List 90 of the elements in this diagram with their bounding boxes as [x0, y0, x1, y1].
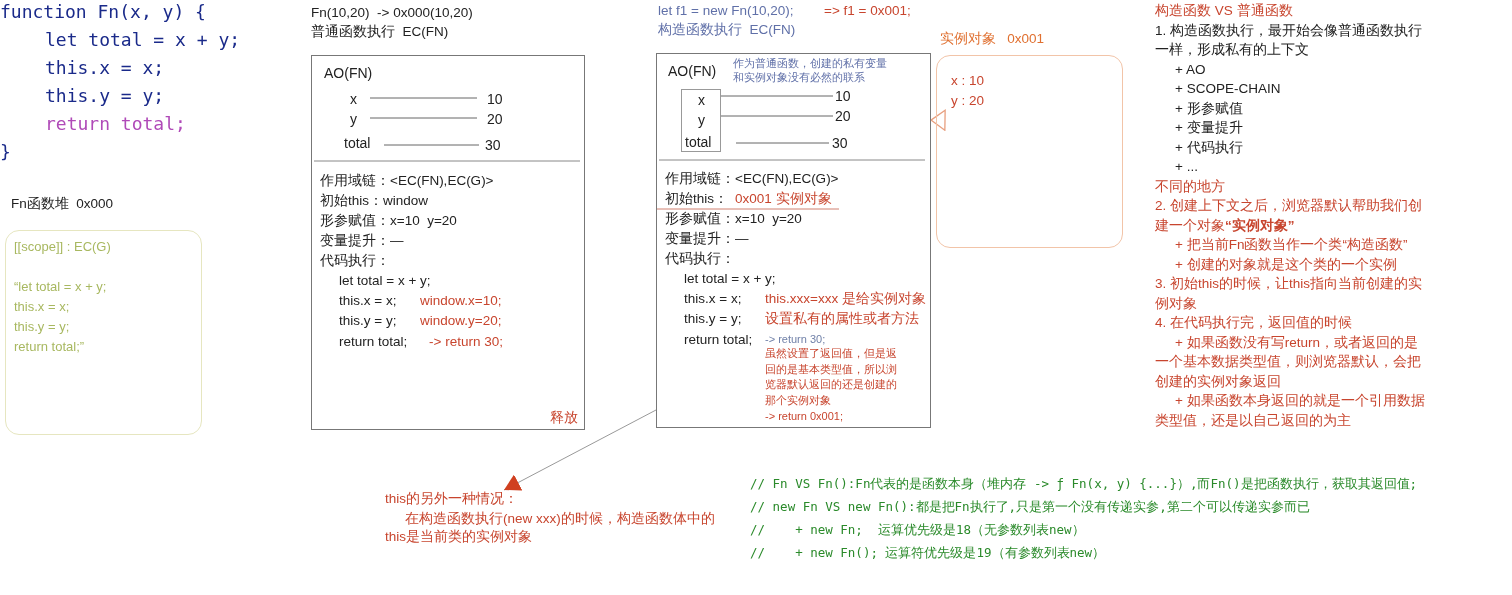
arrow — [930, 109, 946, 131]
code-line: “let total = x + y; — [14, 279, 107, 296]
code-line: let total = x + y; — [684, 270, 776, 288]
annotation: 设置私有的属性或者方法 — [765, 310, 919, 328]
variable-box — [681, 89, 721, 152]
context-box — [656, 53, 931, 428]
code-comment: // + new Fn; 运算优先级是18（无参数列表new） — [750, 521, 1086, 539]
context-line: 初始this：window — [320, 192, 429, 210]
call-label: 构造函数执行 EC(FN) — [658, 21, 796, 39]
call-label: Fn(10,20) -> 0x000(10,20) — [311, 4, 473, 22]
heading: Fn函数堆 0x000 — [11, 195, 114, 213]
note-text: 3. 初始this的时候，让this指向当前创建的实例对象 — [1155, 275, 1424, 313]
annotation: this.xxx=xxx 是给实例对象 — [765, 290, 926, 308]
call-label: let f1 = new Fn(10,20); — [658, 2, 794, 20]
context-line: 代码执行： — [665, 250, 735, 268]
section-title: AO(FN) — [668, 62, 717, 81]
context-line: 变量提升：— — [320, 232, 404, 250]
code-line: this.x = x; — [45, 56, 165, 80]
context-line: 变量提升：— — [665, 230, 749, 248]
context-line: 形参赋值：x=10 y=20 — [665, 210, 802, 228]
code-comment: // Fn VS Fn():Fn代表的是函数本身（堆内存 -> ƒ Fn(x, y) {...}）,而Fn()是把函数执行，获取其返回值; — [750, 475, 1419, 493]
note-text: + 如果函数本身返回的就是一个引用数据类型值，还是以自己返回的为主 — [1155, 392, 1426, 430]
note-text: 4. 在代码执行完，返回值的时候 — [1155, 314, 1353, 332]
variable-name: x — [698, 91, 705, 110]
note-text: + 变量提升 — [1175, 119, 1244, 137]
value-text: 20 — [835, 107, 851, 126]
annotation: 释放 — [550, 408, 578, 427]
context-line: 作用域链：<EC(FN),EC(G)> — [320, 172, 494, 190]
property-text: x : 10 — [951, 72, 985, 90]
arrow — [503, 409, 657, 491]
note-text: + SCOPE-CHAIN — [1175, 80, 1282, 98]
note-text: + 形参赋值 — [1175, 99, 1244, 118]
note-text: + 如果函数没有写return，或者返回的是一个基本数据类型值，则浏览器默认，会把创建的实例对象返回 — [1155, 333, 1422, 391]
code-line: return total; — [45, 112, 186, 136]
code-comment: // + new Fn(); 运算符优先级是19（有参数列表new） — [750, 544, 1107, 562]
note-text: 在构造函数执行(new xxx)的时候，构造函数体中的this是当前类的实例对象 — [385, 510, 716, 546]
code-line: this.x = x; — [14, 299, 70, 316]
code-line: this.x = x; — [684, 290, 742, 308]
value-text: 30 — [832, 134, 848, 153]
code-line: let total = x + y; — [339, 272, 431, 290]
heading: 实例对象 0x001 — [940, 30, 1045, 48]
context-box — [311, 55, 585, 430]
code-line: let total = x + y; — [45, 28, 241, 52]
annotation: 0x001 实例对象 — [735, 190, 832, 208]
context-line: 代码执行： — [320, 252, 390, 270]
code-line: return total;” — [14, 339, 85, 356]
context-line: 形参赋值：x=10 y=20 — [320, 212, 457, 230]
variable-name: y — [350, 110, 357, 129]
note-text: + 代码执行 — [1175, 138, 1244, 157]
scope-text: [[scope]] : EC(G) — [14, 239, 111, 256]
code-comment: // new Fn VS new Fn():都是把Fn执行了,只是第一个没有传递实参,第二个可以传递实参而已 — [750, 498, 1311, 516]
code-line: this.x = x; — [339, 292, 397, 310]
code-line: this.y = y; — [45, 84, 165, 108]
annotation: 作为普通函数，创建的私有变量和实例对象没有必然的联系 — [733, 56, 888, 85]
property-text: y : 20 — [951, 92, 985, 110]
section-title: AO(FN) — [324, 64, 373, 83]
note-text: 2. 创建上下文之后，浏览器默认帮助我们创建一个对象“实例对象” — [1155, 197, 1423, 235]
variable-name: y — [698, 111, 705, 130]
code-line: return total; — [339, 333, 408, 351]
note-text: 不同的地方 — [1155, 177, 1226, 196]
code-line: function Fn(x, y) { — [0, 0, 206, 24]
context-line: 作用域链：<EC(FN),EC(G)> — [665, 170, 839, 188]
value-text: 20 — [487, 110, 503, 129]
code-line: } — [0, 140, 11, 164]
annotation: -> return 0x001; — [765, 409, 843, 424]
result-label: => f1 = 0x001; — [824, 2, 911, 20]
value-text: 10 — [487, 90, 503, 109]
context-line: 初始this： — [665, 190, 728, 208]
code-line: this.y = y; — [684, 310, 742, 328]
annotation: 虽然设置了返回值，但是返回的是基本类型值，所以浏览器默认返回的还是创建的那个实例对象 — [765, 346, 898, 408]
variable-name: total — [344, 134, 371, 153]
code-line: this.y = y; — [14, 319, 70, 336]
annotation: -> return 30; — [765, 332, 826, 347]
note-text: + AO — [1175, 60, 1207, 79]
annotation: window.y=20; — [420, 312, 502, 330]
variable-name: total — [685, 133, 712, 152]
note-text: 构造函数 VS 普通函数 — [1155, 2, 1294, 20]
call-label: 普通函数执行 EC(FN) — [311, 23, 449, 41]
note-text: 1. 构造函数执行，最开始会像普通函数执行一样，形成私有的上下文 — [1155, 21, 1423, 59]
annotation: -> return 30; — [429, 333, 503, 351]
annotation: window.x=10; — [420, 292, 502, 310]
note-text: this的另外一种情况： — [385, 490, 518, 508]
value-text: 10 — [835, 87, 851, 106]
code-line: return total; — [684, 331, 753, 349]
value-text: 30 — [485, 136, 501, 155]
variable-name: x — [350, 90, 357, 109]
note-text: + ... — [1175, 158, 1199, 176]
note-text: + 把当前Fn函数当作一个类“构造函数” — [1175, 236, 1409, 254]
note-text: + 创建的对象就是这个类的一个实例 — [1175, 255, 1398, 274]
code-line: this.y = y; — [339, 312, 397, 330]
